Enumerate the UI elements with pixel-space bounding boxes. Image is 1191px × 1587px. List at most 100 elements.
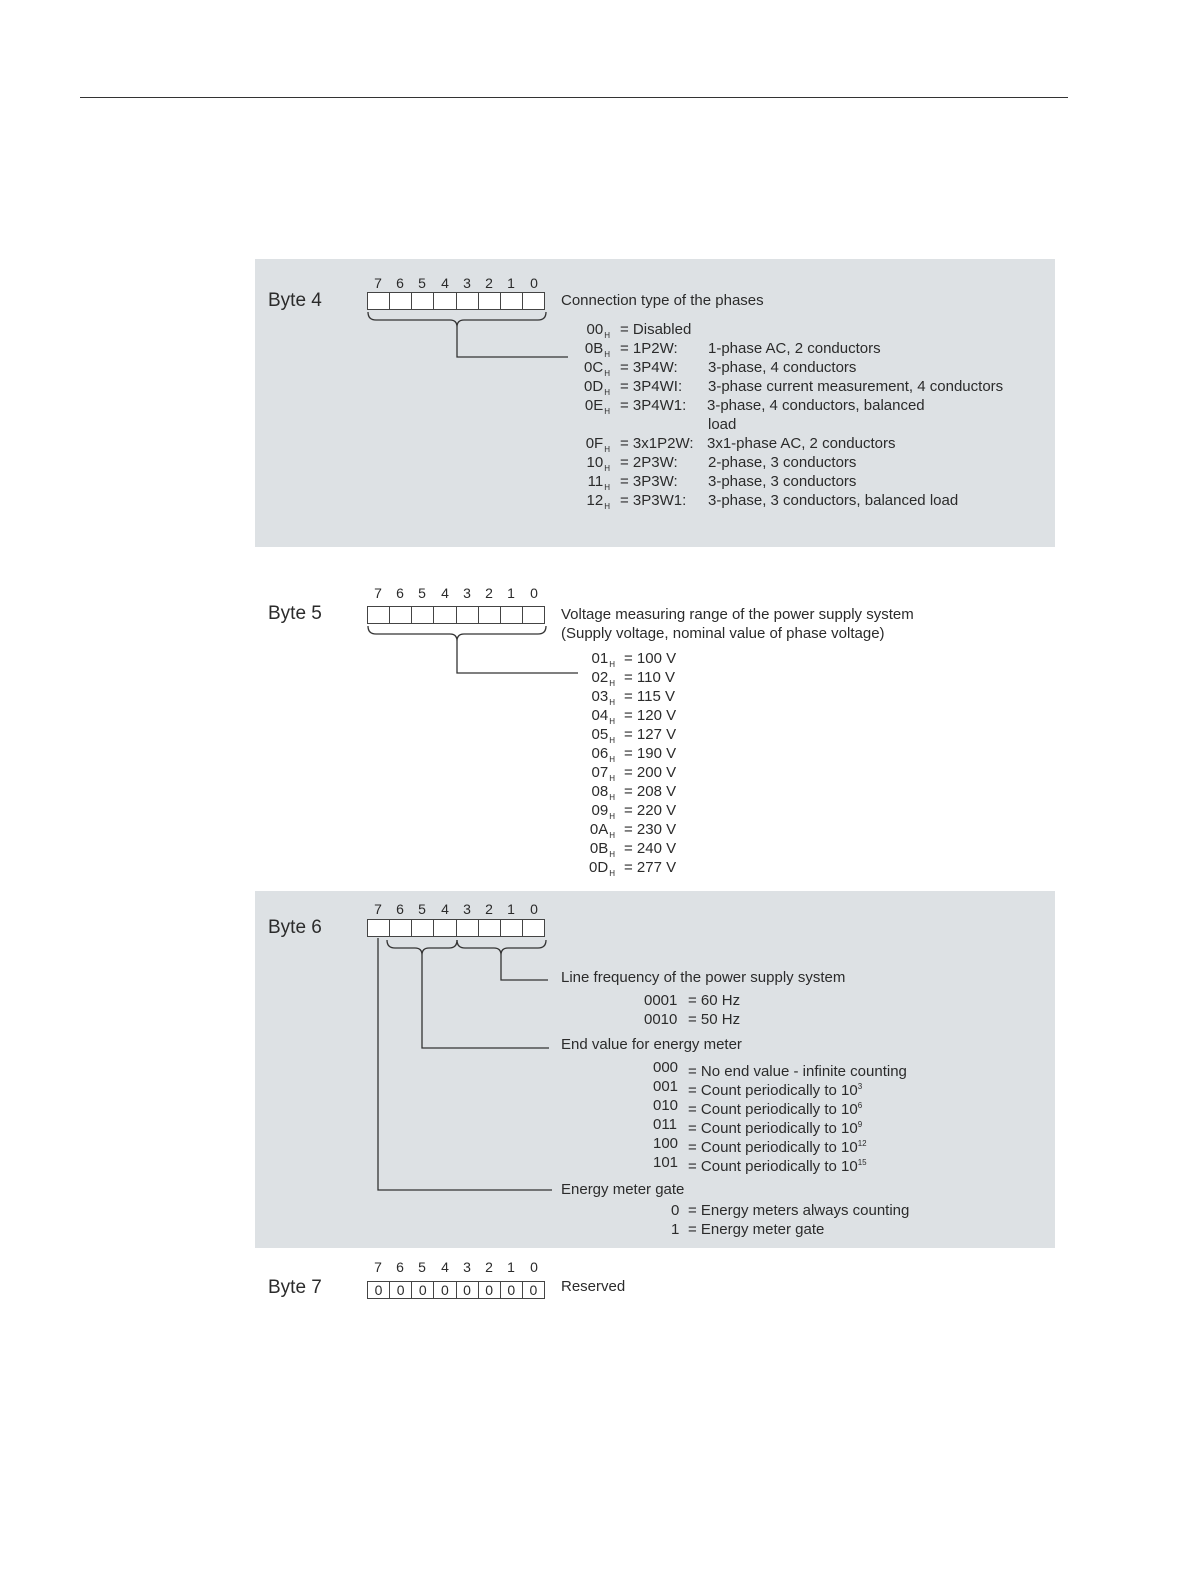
end-value: = Count periodically to 103 — [688, 1082, 863, 1099]
bit-number: 6 — [396, 275, 404, 291]
code-value: = 120 V — [624, 707, 677, 724]
byte5-description-2: (Supply voltage, nominal value of phase … — [561, 625, 885, 642]
code: 05H — [591, 726, 615, 745]
byte5-brace — [367, 625, 547, 642]
code-value: = 277 V — [624, 859, 677, 876]
code: 0EH — [584, 397, 610, 416]
code-desc: 2-phase, 3 conductors — [708, 454, 857, 471]
code-name: = 3P3W1: — [620, 492, 687, 509]
code-value: = 115 V — [624, 688, 676, 705]
bit-number: 5 — [418, 585, 426, 601]
bit-number: 6 — [396, 1259, 404, 1275]
code-value: = 100 V — [624, 650, 677, 667]
code: 0AH — [589, 821, 615, 840]
bit-number: 2 — [485, 585, 493, 601]
bit-number: 3 — [463, 585, 471, 601]
end-value: = Count periodically to 106 — [688, 1101, 863, 1118]
freq-label: Line frequency of the power supply syste… — [561, 969, 846, 986]
bit-value: 0 — [412, 1282, 435, 1298]
code: 12H — [586, 492, 610, 511]
gate-code: 1 — [671, 1221, 680, 1238]
bit-number: 6 — [396, 901, 404, 917]
byte4-connector — [456, 327, 568, 358]
byte4-brace — [367, 311, 547, 328]
bit-value: 0 — [368, 1282, 391, 1298]
code-name: = 3P4W1: — [620, 397, 687, 414]
code: 0DH — [584, 378, 610, 397]
end-value: = No end value - infinite counting — [688, 1063, 907, 1080]
code: 08H — [591, 783, 615, 802]
bit-number: 3 — [463, 275, 471, 291]
byte6-connector-freq — [500, 955, 548, 981]
code-value: = 208 V — [624, 783, 677, 800]
code: 0FH — [585, 435, 610, 454]
bit-number: 7 — [374, 901, 382, 917]
code-desc: 3-phase current measurement, 4 conductor… — [708, 378, 1004, 395]
byte4-title: Byte 4 — [268, 290, 322, 311]
bit-number: 2 — [485, 275, 493, 291]
code: 0BH — [584, 340, 610, 359]
gate-value: = Energy meter gate — [688, 1221, 825, 1238]
code: 04H — [591, 707, 615, 726]
end-value-label: End value for energy meter — [561, 1036, 742, 1053]
bit-number: 2 — [485, 1259, 493, 1275]
end-value: = Count periodically to 1012 — [688, 1139, 867, 1156]
bit-number: 0 — [530, 1259, 538, 1275]
end-code: 011 — [653, 1116, 677, 1133]
code: 0DH — [589, 859, 615, 878]
bit-number: 5 — [418, 1259, 426, 1275]
byte4-register — [367, 292, 545, 310]
code: 07H — [591, 764, 615, 783]
end-code: 010 — [653, 1097, 679, 1114]
end-code: 000 — [653, 1059, 679, 1076]
code-value: = 200 V — [624, 764, 677, 781]
gate-value: = Energy meters always counting — [688, 1202, 910, 1219]
byte6-connector-gate — [377, 938, 552, 1191]
code-name: = 2P3W: — [620, 454, 678, 471]
bit-number: 0 — [530, 585, 538, 601]
gate-code: 0 — [671, 1202, 680, 1219]
byte6-register — [367, 919, 545, 937]
bit-value: 0 — [390, 1282, 413, 1298]
byte5-connector — [456, 641, 578, 674]
byte7-title: Byte 7 — [268, 1277, 322, 1298]
code: 11H — [587, 473, 610, 492]
end-code: 001 — [653, 1078, 679, 1095]
byte5-title: Byte 5 — [268, 603, 322, 624]
bit-number: 7 — [374, 1259, 382, 1275]
code: 06H — [591, 745, 615, 764]
end-code: 101 — [653, 1154, 679, 1171]
bit-number: 7 — [374, 275, 382, 291]
code-value: = 220 V — [624, 802, 677, 819]
code-name: = 1P2W: — [620, 340, 678, 357]
end-value: = Count periodically to 1015 — [688, 1158, 867, 1175]
byte5-description: Voltage measuring range of the power sup… — [561, 606, 914, 623]
bit-value: 0 — [457, 1282, 479, 1298]
code-name: = 3x1P2W: — [620, 435, 694, 452]
bit-number: 1 — [507, 901, 515, 917]
code-desc: load — [708, 416, 737, 433]
bit-value: 0 — [529, 1282, 538, 1298]
code: 02H — [591, 669, 615, 688]
byte6-panel — [255, 891, 1055, 1248]
code-name: = 3P4W: — [620, 359, 678, 376]
code-value: = 127 V — [624, 726, 677, 743]
byte6-brace-end — [386, 939, 458, 956]
byte4-description: Connection type of the phases — [561, 292, 764, 309]
code-value: = 190 V — [624, 745, 677, 762]
bit-number: 0 — [530, 901, 538, 917]
byte6-brace-freq — [456, 939, 547, 956]
end-value: = Count periodically to 109 — [688, 1120, 863, 1137]
bit-number: 7 — [374, 585, 382, 601]
code-desc: 1-phase AC, 2 conductors — [708, 340, 881, 357]
code: 03H — [591, 688, 615, 707]
byte6-connector-end — [421, 955, 549, 1049]
code-value: = 110 V — [624, 669, 676, 686]
code-name: = 3P4WI: — [620, 378, 683, 395]
bit-number: 6 — [396, 585, 404, 601]
bit-value: 0 — [434, 1282, 457, 1298]
freq-code: 0010 — [644, 1011, 678, 1028]
code: 0BH — [589, 840, 615, 859]
header-rule — [80, 97, 1068, 98]
